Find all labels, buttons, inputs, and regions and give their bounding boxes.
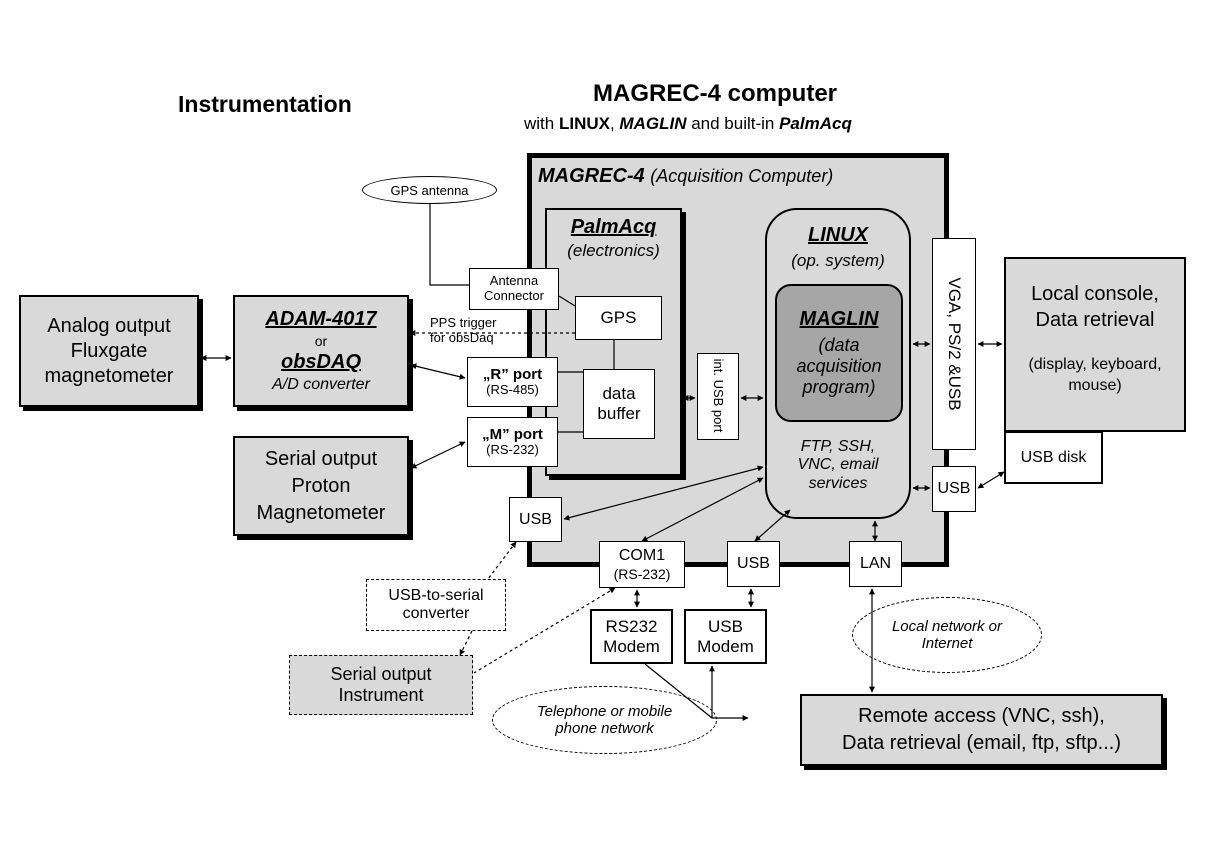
usb-port-right: USB [932,466,976,512]
int-usb-port [697,353,739,440]
maglin-box: MAGLIN (data acquisition program) [775,284,903,422]
services-label: FTP, SSH, VNC, email services [797,438,879,492]
serial-proton-magnetometer: Serial output Proton Magnetometer [233,436,409,536]
linux-com1-arrow [641,477,764,542]
com1-port: COM1 (RS-232) [599,541,685,588]
analog-fluxgate-magnetometer: Analog output Fluxgate magnetometer [19,295,199,407]
lan-port: LAN [849,541,902,587]
vga-ps2-usb-port [932,238,976,450]
converter-instrument-line [459,630,473,656]
rs232-modem: RS232 Modem [590,609,673,664]
usb-to-serial-converter: USB-to-serial converter [366,579,506,631]
local-console-box [1004,257,1186,432]
remote-access-box: Remote access (VNC, ssh), Data retrieval… [800,694,1163,766]
usb-port-left: USB [509,497,562,542]
usb-disk: USB disk [1004,431,1103,484]
phone-network-cloud: Telephone or mobile phone network [492,686,717,754]
m-port: „M” port (RS-232) [467,417,558,467]
gps-antenna: GPS antenna [362,176,497,204]
linux-usbbottom-arrow [754,509,791,542]
r-port: „R” port (RS-485) [467,357,558,407]
data-buffer: data buffer [583,369,655,439]
computer-subtitle: with LINUX, MAGLIN and built-in PalmAcq [524,114,852,133]
instrumentation-heading: Instrumentation [178,91,352,117]
usb-modem: USB Modem [684,609,767,664]
proton-mport-arrow [410,441,466,469]
gps-module: GPS [575,296,662,340]
usbleft-converter-line [487,541,517,580]
connector-gps-line [558,295,576,307]
palmacq-title: PalmAcq (electronics) [567,216,660,260]
magrec4-label: MAGREC-4 (Acquisition Computer) [538,165,834,187]
adam-obsdaq-converter: ADAM-4017 or obsDAQ A/D converter [233,295,409,407]
usb-port-bottom: USB [727,541,780,587]
serial-output-instrument: Serial output Instrument [289,655,473,715]
computer-title: MAGREC-4 computer [593,80,838,107]
usbright-disk-arrow [977,471,1005,489]
modem-phone-line [644,663,749,721]
antenna-line [429,204,469,286]
com1-instrument-line [473,587,616,674]
local-network-cloud: Local network or Internet [852,597,1042,673]
local-console-text: Local console, Data retrieval (display, … [1028,283,1162,395]
adam-rport-arrow [410,363,466,380]
pps-trigger-label: PPS trigger for obsDaq [430,315,497,345]
linux-title: LINUX (op. system) [791,224,885,270]
antenna-connector: Antenna Connector [469,268,559,310]
